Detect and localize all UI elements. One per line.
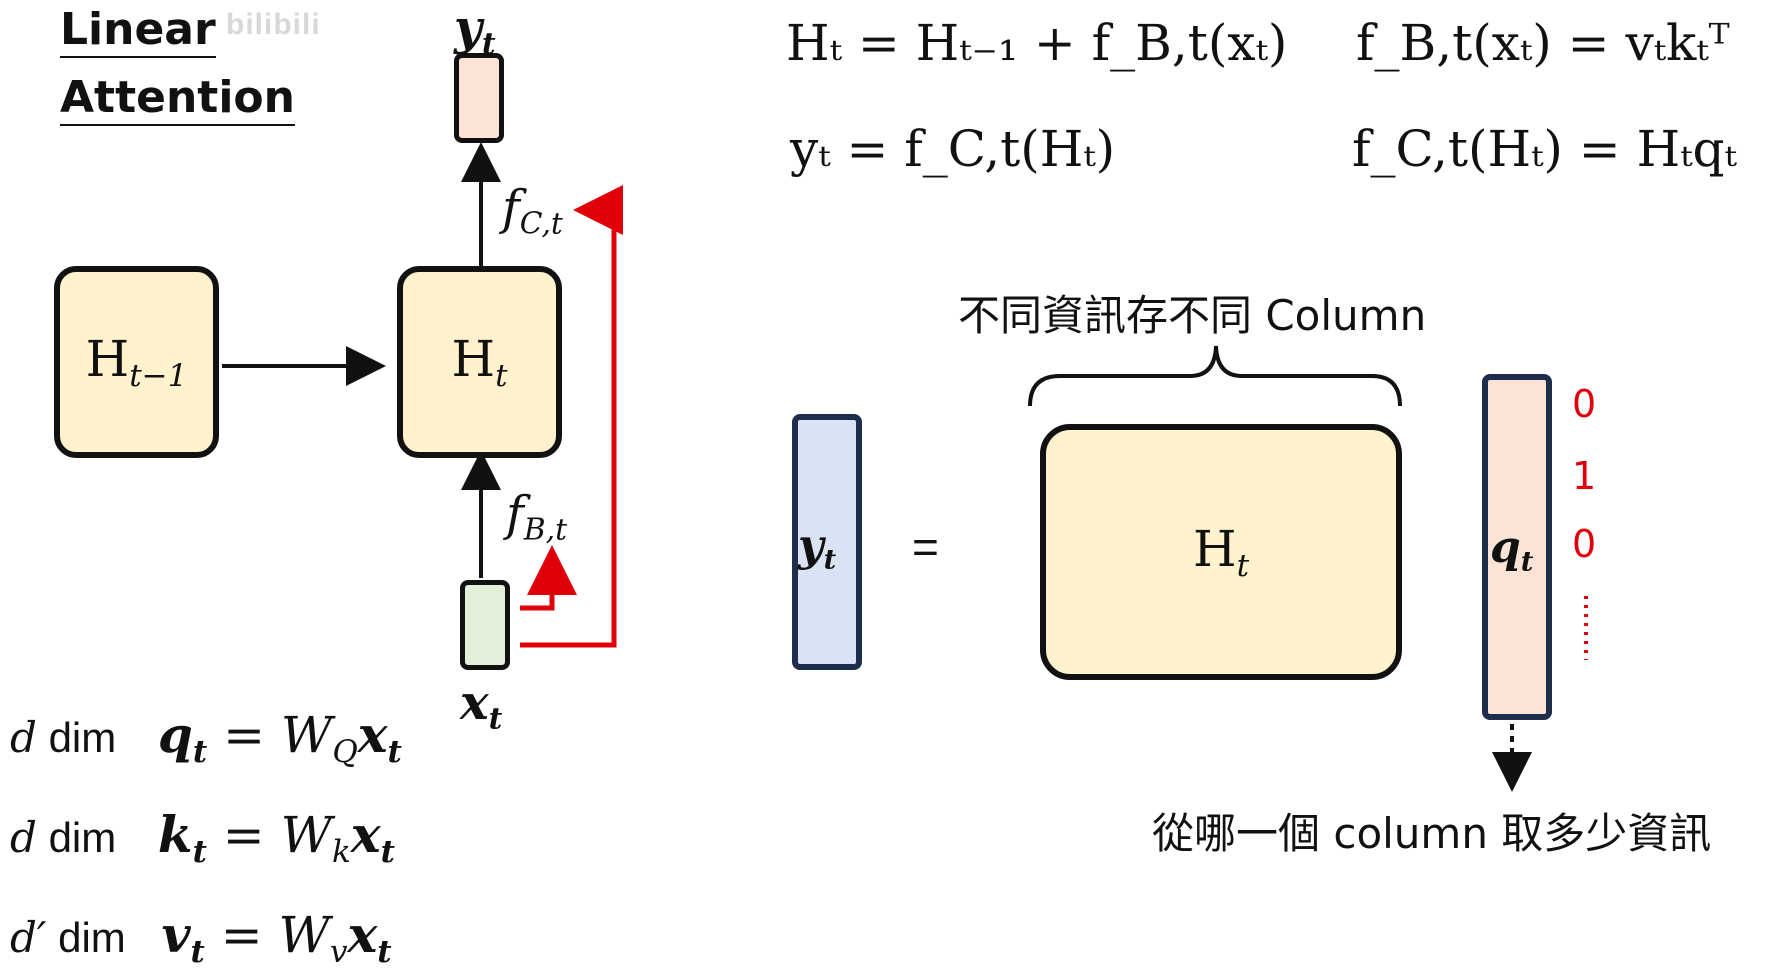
dim-row-q: d dim qt = WQxt [10, 705, 402, 770]
q-value-2: 0 [1572, 522, 1597, 566]
input-vector [460, 580, 510, 670]
slide-title-line2: Attention [60, 76, 295, 126]
fc-label: fC,t [502, 180, 563, 242]
column-selection-label: 從哪一個 column 取多少資訊 [1152, 809, 1712, 858]
equation-output: yₜ = f_C,t(Hₜ) [790, 120, 1116, 178]
column-brace [1028, 345, 1402, 407]
brace-label: 不同資訊存不同 Column [958, 291, 1427, 340]
equals-sign: = [912, 521, 939, 573]
y-vector [792, 414, 862, 670]
state-matrix-label: Ht [1192, 520, 1250, 584]
output-vector [454, 53, 504, 143]
red-arrow-input-to-fb [520, 545, 577, 611]
slide-title-line1: Linear [60, 8, 216, 58]
equation-state-update: Hₜ = Hₜ₋₁ + f_B,t(xₜ) [786, 14, 1288, 72]
dim-row-k: d dim kt = Wkxt [10, 805, 395, 870]
q-vector-label: qt [1490, 522, 1534, 578]
equation-fb: f_B,t(xₜ) = vₜkₜᵀ [1356, 14, 1730, 72]
q-value-0: 0 [1572, 382, 1597, 426]
red-arrow-input-to-fc [520, 185, 623, 648]
equation-fc: f_C,t(Hₜ) = Hₜqₜ [1352, 120, 1737, 178]
prev-state-label: Ht−1 [85, 330, 188, 394]
y-vector-label: yt [798, 520, 837, 576]
q-vector [1482, 374, 1552, 720]
state-label: Ht [451, 330, 508, 394]
dim-row-v: d′ dim vt = Wvxt [10, 905, 392, 970]
state-box: Ht [397, 266, 562, 458]
output-label: yt [454, 0, 496, 62]
prev-state-box: Ht−1 [54, 266, 219, 458]
q-value-1: 1 [1572, 454, 1597, 498]
state-matrix: Ht [1040, 424, 1402, 680]
watermark: bilibili [226, 8, 321, 41]
fb-label: fB,t [506, 486, 568, 548]
input-label: xt [460, 675, 503, 737]
